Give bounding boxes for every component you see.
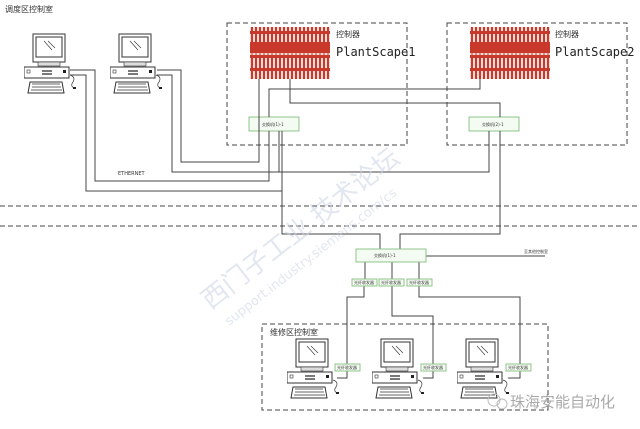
switch-1-label: 交换机(1)-1 [262,121,284,127]
controller-name-2: PlantScape2 [555,45,634,59]
maintenance-workstation-1[interactable] [287,338,340,399]
maintenance-workstation-2[interactable] [372,338,425,399]
controller-cabinet-1 [226,22,408,146]
workstation-2[interactable] [110,33,163,94]
to-other-room-label: 至其他控制室 [524,248,548,254]
fiber-transceiver-label: 光纤收发器 [409,279,429,285]
fiber-transceivers-bottom: 光纤收发器 光纤收发器 光纤收发器 [334,363,532,372]
main-switch[interactable] [355,248,427,263]
controller-label-1: 控制器 [336,29,360,39]
network-cables [70,69,545,379]
fiber-transceiver-label: 光纤收发器 [423,364,443,370]
plc-rack-1[interactable] [250,27,330,79]
fiber-transceiver[interactable] [420,363,447,372]
fiber-transceiver[interactable] [351,278,378,287]
fiber-transceiver[interactable] [505,363,532,372]
fiber-transceiver-label: 光纤收发器 [354,279,374,285]
controller-label-2: 控制器 [555,29,579,39]
fiber-transceiver[interactable] [406,278,433,287]
maintenance-workstation-3[interactable] [457,338,510,399]
fiber-transceiver[interactable] [378,278,405,287]
controller-name-1: PlantScape1 [336,45,415,59]
main-switch-label: 交换机(1)-1 [374,252,396,258]
switch-2[interactable] [468,116,520,132]
wechat-icon [487,393,501,407]
fiber-transceiver-label: 光纤收发器 [337,364,357,370]
brand-logo: 珠海安能自动化 [487,393,615,411]
switch-2-label: 交换机(2)-1 [482,121,504,127]
brand-text: 珠海安能自动化 [510,393,615,411]
fiber-transceiver-label: 光纤收发器 [381,279,401,285]
maintenance-room-title: 维修区控制室 [270,327,318,337]
watermark: 西门子工业 技术论坛 support.industry.siemens.com/… [196,143,405,329]
controller-cabinet-2 [446,22,628,146]
fiber-transceiver-label: 光纤收发器 [508,364,528,370]
workstation-1[interactable] [24,33,77,94]
fiber-transceiver[interactable] [334,363,361,372]
fiber-transceivers-top: 光纤收发器 光纤收发器 光纤收发器 [351,278,433,287]
switch-1[interactable] [248,116,300,132]
title: 调度区控制室 [5,4,53,14]
maintenance-room-box [261,323,549,411]
ethernet-label: ETHERNET [118,171,146,177]
plc-rack-2[interactable] [470,27,550,79]
watermark-text: 西门子工业 技术论坛 [196,143,405,316]
